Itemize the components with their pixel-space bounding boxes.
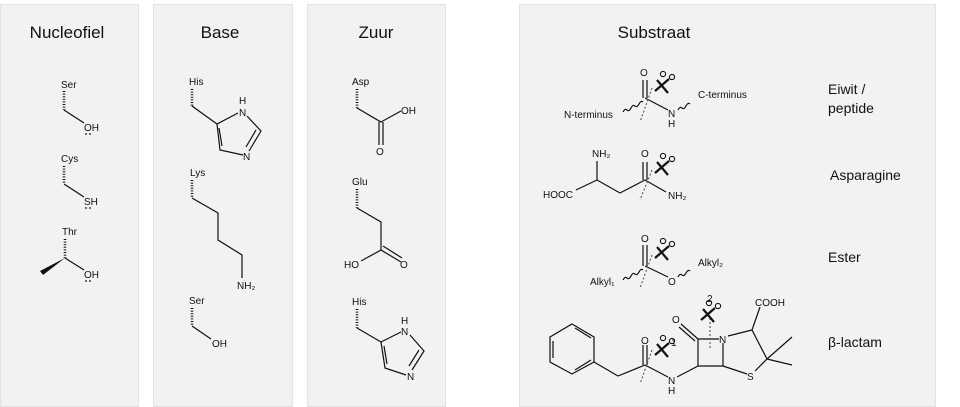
thr-structure: Thr OH [40,227,99,282]
svg-text:O: O [640,68,648,79]
svg-text:HO: HO [344,260,359,271]
label-peptide-2: peptide [828,100,874,116]
svg-text:Cys: Cys [61,154,78,165]
svg-text:N-terminus: N-terminus [564,110,613,121]
cut-label-1: 1 [671,338,677,349]
svg-text:Thr: Thr [62,227,78,238]
scissors-icon [653,237,676,262]
svg-text:Alkyl₂: Alkyl₂ [698,258,723,269]
svg-text:SH: SH [84,197,98,208]
svg-text:N: N [407,372,414,383]
label-asparagine: Asparagine [830,167,901,183]
ester-structure: O Alkyl₁ O Alkyl₂ Ester [590,234,861,289]
svg-text:S: S [747,372,754,383]
svg-text:Lys: Lys [190,168,205,179]
svg-text:N: N [668,109,675,120]
svg-text:N: N [243,152,250,163]
svg-text:NH₂: NH₂ [668,191,686,202]
panel-base [153,4,293,407]
scissors-icon [653,70,676,95]
ser-structure-base: Ser OH [189,296,227,350]
title-base: Base [201,23,240,42]
svg-text:Ser: Ser [189,296,205,307]
svg-text:H: H [668,386,675,397]
svg-text:His: His [352,297,366,308]
svg-text:OH: OH [84,123,99,134]
title-acid: Zuur [359,23,394,42]
lys-structure: Lys NH₂ [190,168,255,292]
svg-text:O: O [641,234,649,245]
label-ester: Ester [828,249,861,265]
svg-text:OH: OH [212,339,227,350]
svg-text:His: His [189,77,203,88]
cys-structure: Cys SH [61,154,98,209]
svg-text:OH: OH [401,106,416,117]
svg-text:OH: OH [84,270,99,281]
peptide-structure: O N-terminus N H C-terminus Eiwit / pept… [564,68,874,130]
svg-text:H: H [668,119,675,130]
svg-text:NH₂: NH₂ [592,149,610,160]
svg-text:O: O [376,147,384,158]
beta-lactam-structure: O N H O N S COOH 2 1 β-lactam [549,294,882,397]
svg-text:Asp: Asp [352,77,370,88]
title-substrate: Substraat [618,23,691,42]
label-beta-lactam: β-lactam [828,334,882,350]
svg-text:COOH: COOH [755,298,785,309]
svg-text:C-terminus: C-terminus [698,90,747,101]
cut-label-2: 2 [707,294,713,305]
svg-text:N: N [239,108,246,119]
svg-text:H: H [401,316,408,327]
title-nucleophile: Nucleofiel [30,23,105,42]
glu-structure: Glu HO O [344,177,408,271]
svg-text:Ser: Ser [61,80,77,91]
his-structure-acid: His H N N [352,297,425,383]
label-peptide-1: Eiwit / [828,81,865,97]
asparagine-structure: NH₂ HOOC O NH₂ Asparagine [543,149,901,202]
panel-nucleophile [0,4,139,407]
his-structure-base: His H N N [189,77,262,163]
svg-text:O: O [641,336,649,347]
svg-text:O: O [641,149,649,160]
svg-text:Alkyl₁: Alkyl₁ [590,277,615,288]
svg-text:N: N [668,376,675,387]
svg-text:N: N [401,327,408,338]
svg-text:HOOC: HOOC [543,190,573,201]
svg-text:O: O [400,260,408,271]
svg-text:NH₂: NH₂ [237,281,255,292]
svg-text:Glu: Glu [352,177,368,188]
svg-text:N: N [719,335,726,346]
asp-structure: Asp OH O [352,77,416,158]
svg-text:O: O [672,315,680,326]
panel-substrate [519,4,936,407]
svg-text:H: H [239,96,246,107]
svg-text:O: O [668,277,676,288]
scissors-icon [653,152,676,177]
ser-structure: Ser OH [61,80,99,135]
